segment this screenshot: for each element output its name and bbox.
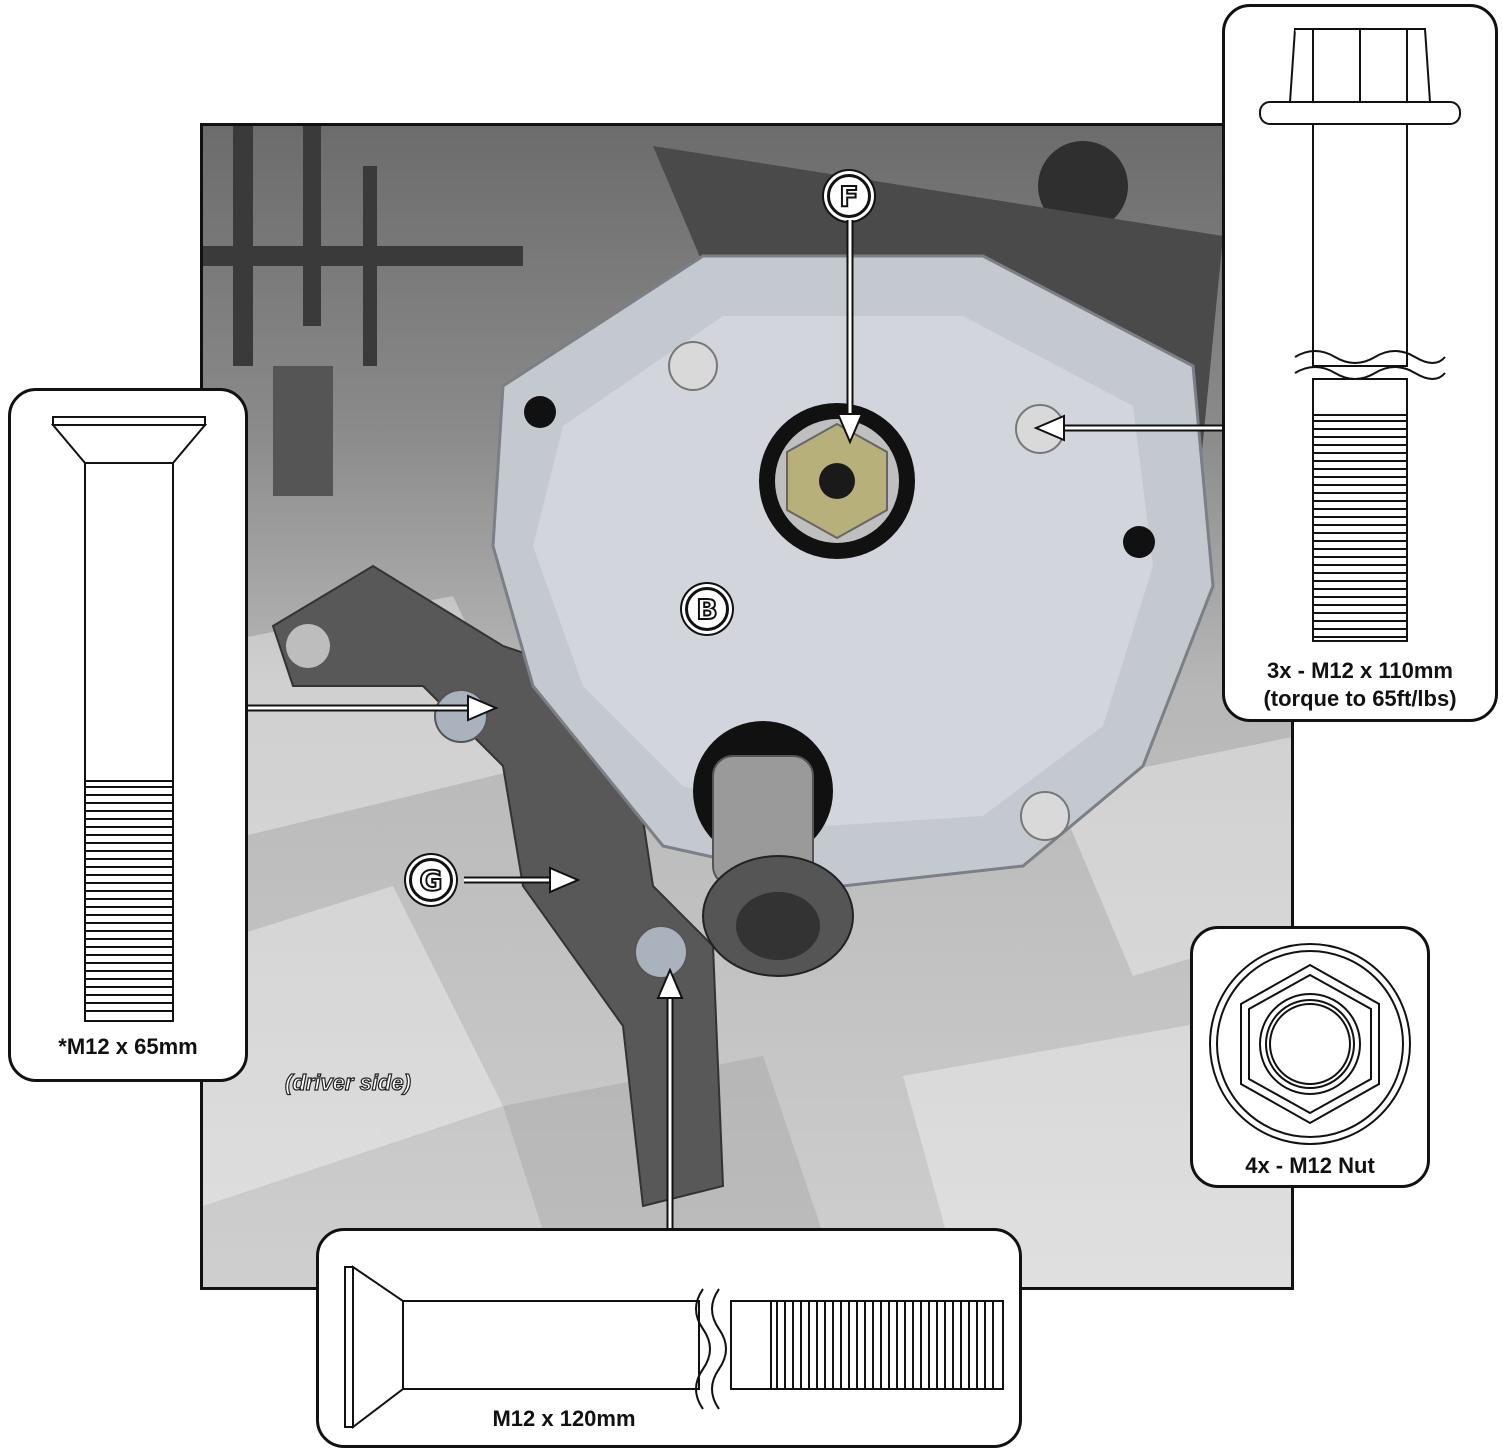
marker-g-label: G	[419, 864, 444, 898]
flange-bolt-torque: (torque to 65ft/lbs)	[1263, 686, 1457, 711]
countersunk-bolt-short-icon	[50, 416, 208, 1022]
flange-bolt-spec: 3x - M12 x 110mm	[1267, 658, 1453, 683]
bracket-bolts	[434, 689, 688, 979]
callout-nut: 4x - M12 Nut	[1190, 926, 1430, 1188]
background-frame	[203, 126, 1128, 496]
countersunk-bolt-long-icon	[344, 1265, 1004, 1430]
gearbox-illustration	[203, 126, 1291, 1287]
marker-b: B	[685, 587, 729, 631]
callout-flange-bolt: 3x - M12 x 110mm (torque to 65ft/lbs)	[1222, 4, 1498, 722]
driver-side-note: (driver side)	[284, 1069, 411, 1095]
callout-long-bolt: M12 x 120mm	[316, 1228, 1022, 1448]
marker-f: F	[827, 174, 871, 218]
marker-g: G	[409, 858, 453, 902]
gearbox-photo	[200, 123, 1294, 1290]
nut-icon	[1209, 943, 1411, 1145]
flange-bolt-icon	[1259, 28, 1461, 642]
marker-f-label: F	[838, 180, 859, 214]
long-bolt-spec: M12 x 120mm	[492, 1406, 636, 1431]
callout-short-bolt: *M12 x 65mm	[8, 388, 248, 1082]
nut-spec: 4x - M12 Nut	[1245, 1153, 1375, 1178]
short-bolt-spec: *M12 x 65mm	[58, 1034, 198, 1059]
marker-b-label: B	[695, 593, 718, 627]
